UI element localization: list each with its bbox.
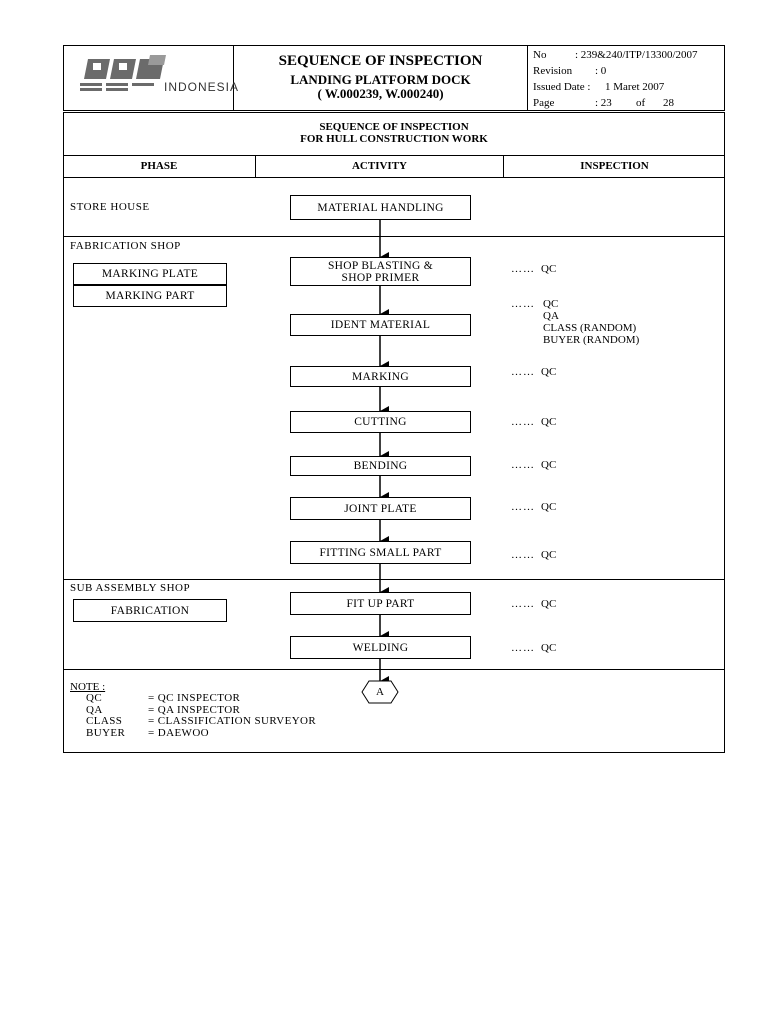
issued-date-label: Issued Date :: [533, 81, 591, 93]
company-logo: [80, 55, 230, 100]
revision-value: : 0: [595, 65, 607, 77]
phase-sub-assembly-shop: SUB ASSEMBLY SHOP: [70, 582, 191, 594]
column-activity: ACTIVITY: [351, 160, 407, 172]
connector-label: A: [376, 686, 384, 698]
inspection-table: [63, 112, 725, 753]
document-title: SEQUENCE OF INSPECTION: [278, 53, 483, 69]
inspection-ident-material: …… QC: [511, 298, 559, 310]
no-value: : 239&240/ITP/13300/2007: [575, 49, 698, 61]
inspection-marking: ……QC: [511, 366, 557, 378]
page-of: of: [636, 97, 646, 109]
inspection-joint-plate: ……QC: [511, 501, 557, 513]
phase-box-fabrication: FABRICATION: [73, 599, 227, 622]
column-phase: PHASE: [140, 160, 178, 172]
phase-fabrication-shop: FABRICATION SHOP: [70, 240, 181, 252]
column-inspection: INSPECTION: [580, 160, 649, 172]
activity-fit-up-part: FIT UP PART: [290, 592, 471, 615]
activity-welding: WELDING: [290, 636, 471, 659]
inspection-buyer-random: BUYER (RANDOM): [543, 334, 640, 346]
document-meta: No : 239&240/ITP/13300/2007 Revision : 0…: [533, 47, 723, 111]
page-label: Page: [533, 97, 555, 109]
no-label: No: [533, 49, 547, 61]
activity-shop-blasting: SHOP BLASTING & SHOP PRIMER: [290, 257, 471, 286]
activity-bending: BENDING: [290, 456, 471, 476]
revision-label: Revision: [533, 65, 573, 77]
page-value: : 23: [595, 97, 612, 109]
inspection-fitting-small-part: ……QC: [511, 549, 557, 561]
note-row: BUYER = DAEWOO: [86, 726, 210, 739]
header-frame: [63, 45, 725, 111]
inspection-shop-blasting: ……QC: [511, 263, 557, 275]
inspection-welding: ……QC: [511, 642, 557, 654]
inspection-qa: QA: [543, 310, 559, 322]
inspection-bending: ……QC: [511, 459, 557, 471]
note-title: NOTE :: [70, 681, 106, 693]
project-name: LANDING PLATFORM DOCK: [290, 72, 471, 87]
activity-ident-material: IDENT MATERIAL: [290, 314, 471, 336]
note-row: QC = QC INSPECTOR: [86, 692, 241, 704]
note-legend: QC = QC INSPECTOR QA = QA INSPECTOR CLAS…: [86, 692, 317, 739]
project-codes: ( W.000239, W.000240): [317, 86, 444, 101]
phase-store-house: STORE HOUSE: [70, 201, 150, 213]
activity-marking: MARKING: [290, 366, 471, 387]
activity-cutting: CUTTING: [290, 411, 471, 433]
shop-blasting-line-2: SHOP PRIMER: [341, 271, 420, 284]
section-title-2: FOR HULL CONSTRUCTION WORK: [300, 133, 488, 145]
phase-box-marking-plate: MARKING PLATE: [73, 263, 227, 285]
section-title-1: SEQUENCE OF INSPECTION: [319, 121, 469, 133]
inspection-class-random: CLASS (RANDOM): [543, 322, 637, 334]
inspection-cutting: ……QC: [511, 416, 557, 428]
shop-blasting-line-1: SHOP BLASTING &: [327, 259, 434, 272]
note-row: CLASS = CLASSIFICATION SURVEYOR: [86, 715, 317, 727]
phase-box-marking-part: MARKING PART: [73, 285, 227, 307]
activity-joint-plate: JOINT PLATE: [290, 497, 471, 520]
page-total: 28: [663, 97, 674, 109]
logo-subtitle: INDONESIA: [164, 80, 240, 94]
activity-material-handling: MATERIAL HANDLING: [290, 195, 471, 220]
note-row: QA = QA INSPECTOR: [86, 703, 241, 716]
issued-date-value: 1 Maret 2007: [605, 81, 665, 93]
activity-fitting-small-part: FITTING SMALL PART: [290, 541, 471, 564]
logo-graphic: [80, 55, 166, 91]
inspection-fit-up-part: ……QC: [511, 598, 557, 610]
connector-shape: [361, 680, 399, 704]
